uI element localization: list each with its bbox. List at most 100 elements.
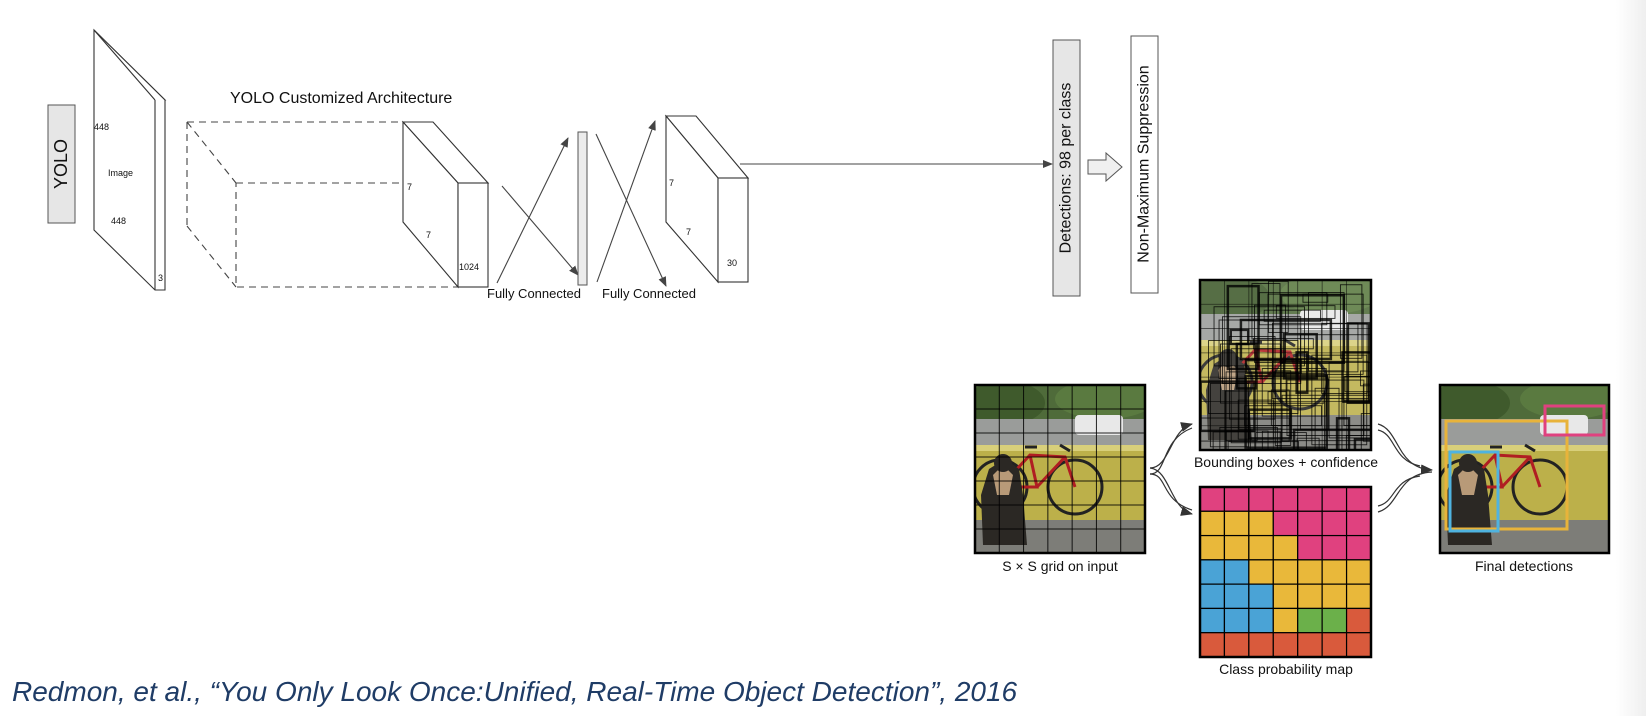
candidate-box — [1344, 376, 1371, 393]
candidate-box — [1226, 284, 1260, 371]
fc-arrows-1 — [496, 137, 579, 284]
class-cell — [1321, 534, 1348, 561]
candidate-box — [1227, 441, 1300, 450]
output-h-label: 7 — [669, 178, 674, 188]
input-width-label: 448 — [111, 216, 126, 226]
class-cell — [1248, 559, 1274, 585]
candidate-box — [1249, 428, 1282, 450]
class-cell — [1248, 486, 1274, 512]
candidate-box — [1209, 382, 1249, 448]
class-cell — [1345, 559, 1372, 585]
class-cell — [1199, 583, 1226, 610]
split-arrows-icon — [1149, 422, 1193, 516]
class-cell — [1248, 583, 1274, 610]
class-cell — [1223, 534, 1250, 561]
class-probability-map — [1198, 485, 1373, 659]
candidate-box — [1353, 437, 1371, 450]
grid-input-image — [973, 383, 1147, 555]
class-cell — [1297, 632, 1323, 658]
nms-label: Non-Maximum Suppression — [1136, 65, 1153, 262]
citation: Redmon, et al., “You Only Look Once:Unif… — [12, 676, 1018, 707]
class-cell — [1321, 510, 1348, 537]
candidate-box — [1360, 370, 1371, 387]
class-cell — [1272, 534, 1299, 561]
candidate-box — [1286, 379, 1365, 436]
class-cell — [1199, 534, 1226, 561]
final-box-car — [1543, 404, 1606, 437]
class-cell — [1297, 510, 1323, 537]
bbox-overlay — [1200, 280, 1371, 450]
candidate-box — [1285, 372, 1325, 404]
class-cell — [1297, 486, 1323, 512]
class-cell — [1345, 486, 1372, 512]
input-depth-label: 3 — [158, 273, 163, 283]
class-cell — [1199, 510, 1226, 537]
output-w-label: 7 — [686, 227, 691, 237]
block-arrow-icon — [1087, 151, 1123, 183]
input-caption: Image — [108, 168, 133, 178]
class-cell — [1199, 559, 1226, 585]
candidate-box — [1341, 351, 1371, 403]
candidate-box — [1335, 417, 1351, 450]
candidate-box — [1360, 413, 1371, 450]
fc-label-1: Fully Connected — [487, 286, 581, 301]
candidate-box — [1274, 370, 1292, 446]
class-cell — [1321, 583, 1348, 610]
yolo-label-box: YOLO — [47, 104, 76, 224]
grid-overlay — [975, 385, 1145, 553]
conv-h-label: 7 — [407, 182, 412, 192]
output-tensor-slab: 7 7 30 — [664, 114, 750, 284]
candidate-box — [1339, 284, 1363, 359]
candidate-box — [1258, 292, 1328, 326]
conv-depth-label: 1024 — [459, 262, 479, 272]
class-cell — [1345, 632, 1372, 658]
class-cell — [1199, 486, 1226, 512]
candidate-box — [1239, 318, 1333, 361]
candidate-box — [1219, 343, 1281, 404]
class-cell — [1199, 607, 1226, 634]
class-cell — [1297, 583, 1323, 610]
class-cell — [1223, 583, 1250, 610]
bbox-image — [1198, 278, 1373, 452]
class-cell — [1297, 607, 1323, 634]
class-cell — [1223, 486, 1250, 512]
candidate-box — [1261, 430, 1281, 450]
nms-box: Non-Maximum Suppression — [1130, 35, 1159, 294]
candidate-box — [1272, 322, 1359, 373]
class-cell — [1272, 486, 1299, 512]
architecture-title: YOLO Customized Architecture — [230, 90, 452, 107]
candidate-box — [1341, 402, 1371, 450]
class-cell — [1248, 510, 1274, 537]
detections-box: Detections: 98 per class — [1052, 39, 1081, 297]
class-cell — [1321, 607, 1348, 634]
yolo-label: YOLO — [51, 139, 71, 189]
architecture-diagram: YOLO 448 Image 448 3 YOLO Customized Arc… — [47, 28, 1159, 301]
class-cell — [1297, 534, 1323, 561]
class-cell — [1223, 510, 1250, 537]
candidate-box — [1213, 306, 1305, 367]
candidate-box — [1292, 428, 1371, 450]
class-cell — [1223, 559, 1250, 585]
class-cell — [1248, 534, 1274, 561]
class-cell — [1345, 583, 1372, 610]
bbox-caption: Bounding boxes + confidence — [1194, 454, 1378, 470]
candidate-box — [1279, 294, 1346, 364]
conv-w-label: 7 — [426, 230, 431, 240]
classprob-caption: Class probability map — [1219, 661, 1353, 677]
candidate-box — [1296, 437, 1320, 450]
class-cell — [1272, 607, 1299, 634]
class-cell — [1345, 510, 1372, 537]
candidate-box — [1362, 383, 1371, 442]
fc-arrows-2 — [595, 120, 667, 287]
candidate-box — [1328, 361, 1371, 439]
class-cell — [1272, 583, 1299, 610]
output-depth-label: 30 — [727, 258, 737, 268]
class-cell — [1199, 632, 1226, 658]
class-cell — [1223, 607, 1250, 634]
class-cell — [1321, 559, 1348, 585]
conv-output-slab: 7 7 1024 — [401, 120, 490, 289]
candidate-box — [1275, 305, 1336, 319]
fc-label-2: Fully Connected — [602, 286, 696, 301]
class-cell — [1272, 510, 1299, 537]
class-cell — [1321, 486, 1348, 512]
